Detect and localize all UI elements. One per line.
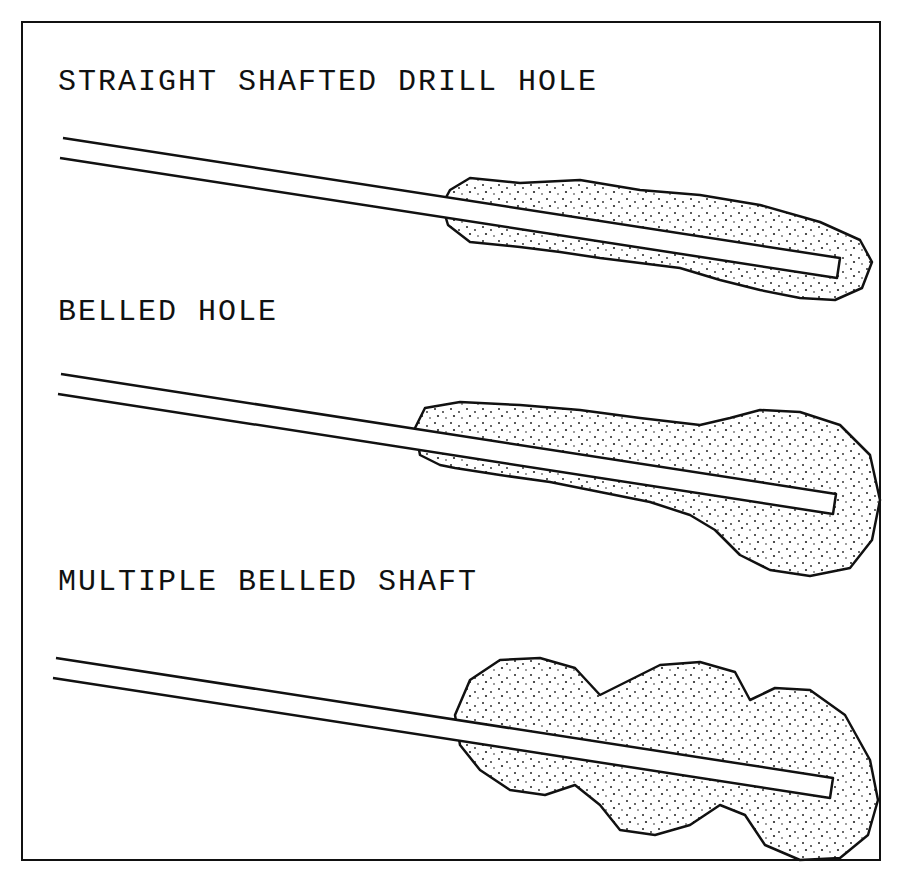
anchor-rod [60,138,840,278]
anchor-rod [53,658,833,798]
anchor-rod [58,374,836,514]
figure-heading: STRAIGHT SHAFTED DRILL HOLE [58,66,598,99]
figure-heading: MULTIPLE BELLED SHAFT [58,566,478,599]
figure-heading: BELLED HOLE [58,296,278,329]
frame [22,22,880,860]
